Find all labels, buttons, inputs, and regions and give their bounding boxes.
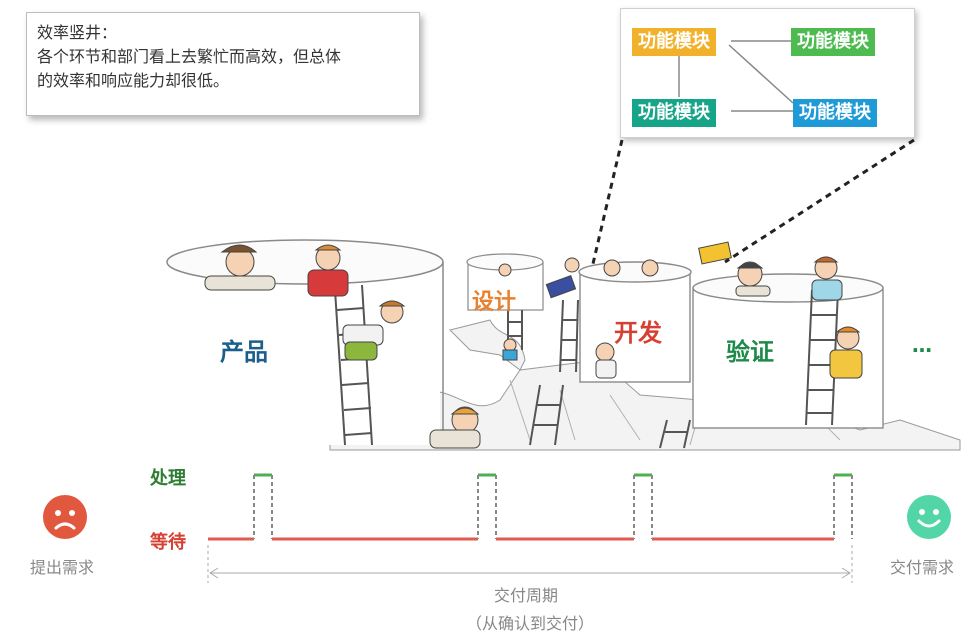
process-label: 处理 (150, 468, 186, 489)
cycle-sub-label: （从确认到交付） (466, 614, 595, 633)
silo-label-dev: 开发 (614, 319, 662, 347)
workers (204, 241, 863, 449)
start-label: 提出需求 (30, 558, 95, 577)
silo-label-verify: 验证 (726, 338, 774, 366)
module-block-4: 功能模块 (793, 99, 877, 127)
note-title: 效率竖井： (37, 23, 118, 42)
module-diagram-panel: 功能模块 功能模块 功能模块 功能模块 (620, 8, 915, 138)
module-block-3: 功能模块 (632, 99, 716, 127)
silo-quote-note: 效率竖井： 各个环节和部门看上去繁忙而高效，但总体 的效率和响应能力却很低。 (26, 12, 420, 116)
end-label: 交付需求 (890, 558, 955, 577)
silo-label-product: 产品 (220, 338, 268, 366)
silo-illustration (166, 239, 961, 451)
happy-face-icon (907, 495, 951, 539)
module-block-2: 功能模块 (791, 28, 875, 56)
cycle-label: 交付周期 (494, 586, 559, 605)
silo-label-more: … (912, 333, 932, 357)
note-body-line1: 各个环节和部门看上去繁忙而高效，但总体 (37, 47, 342, 66)
timeline-waveform (207, 473, 853, 583)
ladders (334, 284, 839, 449)
sad-face-icon (43, 495, 87, 539)
note-body-line2: 的效率和响应能力却很低。 (37, 71, 230, 90)
silo-label-design: 设计 (472, 290, 517, 315)
module-block-1: 功能模块 (632, 28, 716, 56)
module-connectors (678, 40, 794, 112)
wait-label: 等待 (150, 532, 186, 553)
